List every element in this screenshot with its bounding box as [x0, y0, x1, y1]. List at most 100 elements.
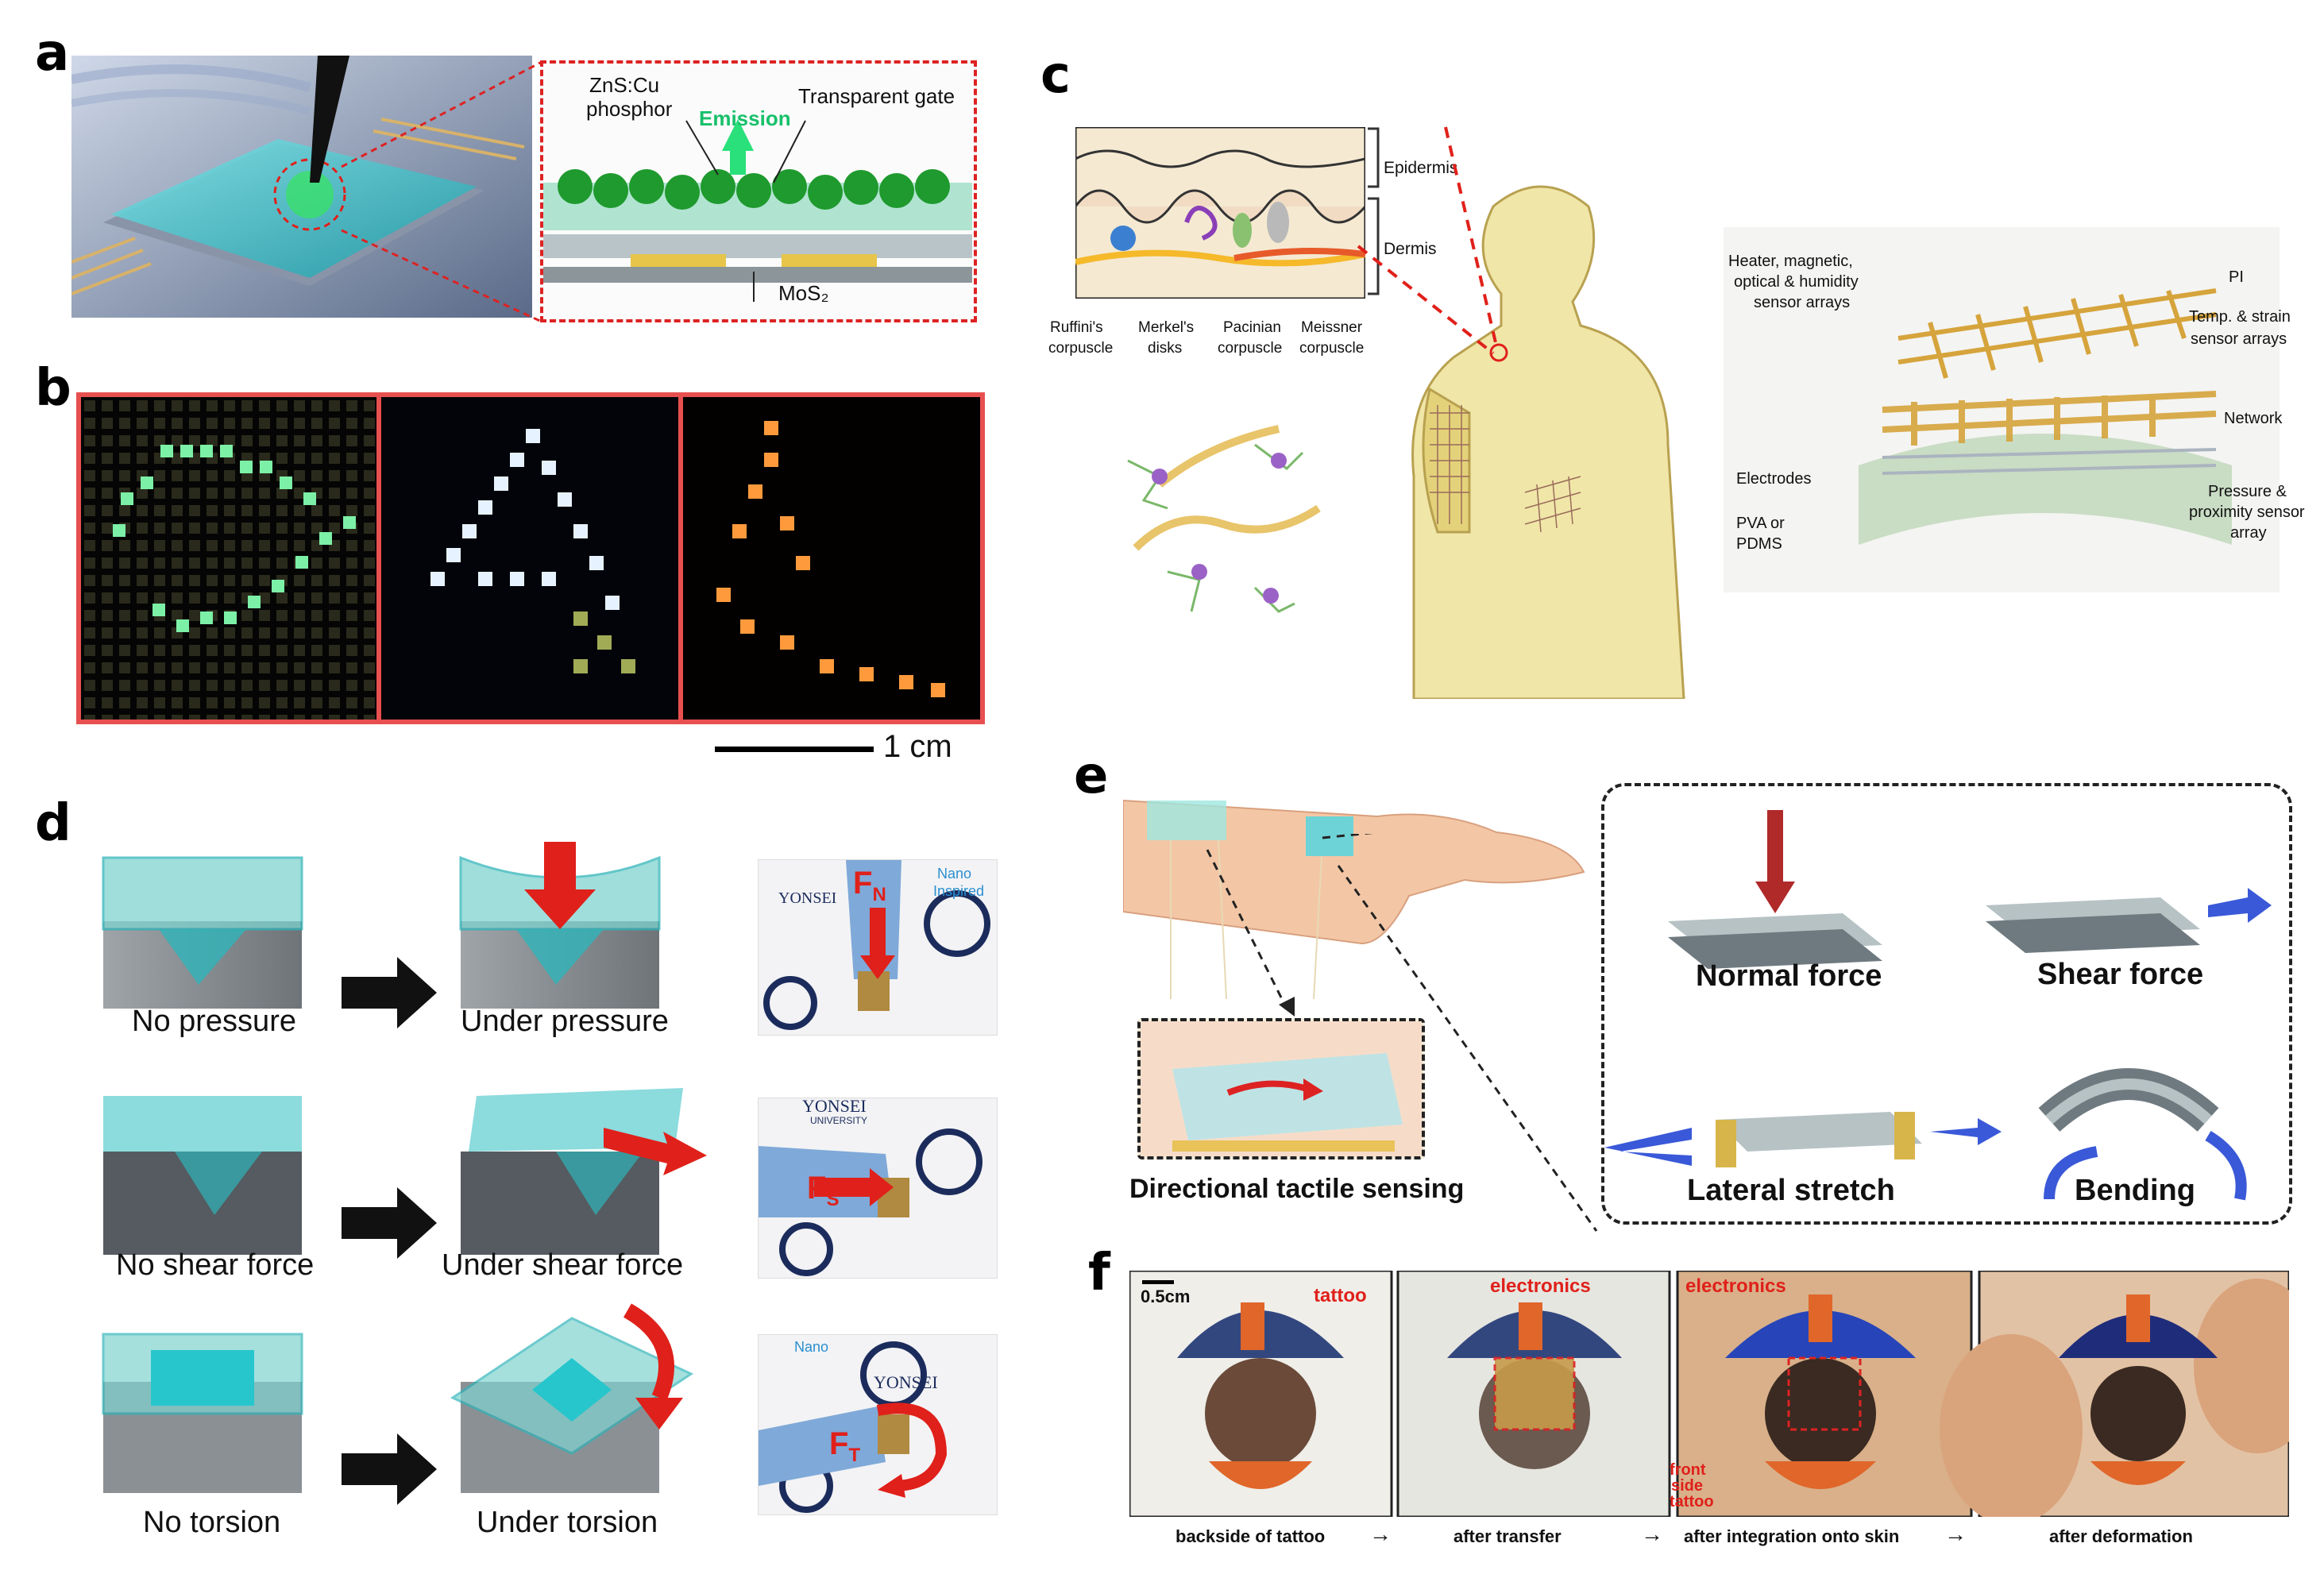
label-temp-2: sensor arrays: [2191, 330, 2287, 348]
label-no-pressure: No pressure: [132, 1005, 296, 1038]
tattoo-photos-strip: [1128, 1269, 2321, 1525]
scale-bar-f: [1142, 1280, 1174, 1284]
label-under-torsion: Under torsion: [477, 1506, 658, 1539]
yonsei-text-2: YONSEI: [802, 1096, 867, 1116]
photo-pressure: [758, 859, 998, 1036]
step-arrow-3: →: [1944, 1522, 1967, 1546]
label-pressure-3: array: [2230, 524, 2267, 542]
panel-b-display-images: [76, 392, 985, 724]
panel-label-f: f: [1088, 1244, 1110, 1302]
step-after-integration: after integration onto skin: [1684, 1526, 1900, 1546]
device-3d-render: [70, 56, 532, 318]
panel-c-pointer-lines: [1357, 126, 1499, 355]
nano-text-3: Nano: [794, 1339, 829, 1355]
label-tattoo: tattoo: [1314, 1285, 1367, 1306]
phosphor-cross-section: [543, 119, 972, 302]
label-epidermis: Epidermis: [1384, 159, 1458, 177]
label-lateral-stretch: Lateral stretch: [1687, 1174, 1895, 1207]
force-fs-main: F: [807, 1171, 827, 1206]
label-pva-1: PVA or: [1736, 515, 1785, 532]
receptor-ruffini-2: corpuscle: [1048, 340, 1114, 357]
label-electronics-1: electronics: [1490, 1275, 1591, 1297]
label-no-shear-force: No shear force: [116, 1248, 315, 1282]
label-front-3: tattoo: [1670, 1493, 1714, 1510]
label-phosphor: phosphor: [586, 97, 673, 121]
panel-label-e: e: [1074, 747, 1109, 805]
label-shear-force: Shear force: [2037, 958, 2204, 991]
step-arrow-1: →: [1369, 1522, 1392, 1546]
force-fs-sub: S: [826, 1189, 840, 1210]
force-mode-illustrations: [1604, 810, 2272, 1201]
force-fn-main: F: [853, 866, 873, 901]
force-fn-sub: N: [872, 884, 886, 905]
label-dermis: Dermis: [1384, 240, 1437, 258]
step-backside: backside of tattoo: [1176, 1526, 1326, 1546]
label-mos2: MoS₂: [778, 281, 829, 305]
receptor-merkel-2: disks: [1148, 340, 1183, 357]
scale-bar-f-label: 0.5cm: [1141, 1287, 1191, 1306]
receptor-pacinian-1: Pacinian: [1223, 319, 1281, 336]
label-under-pressure: Under pressure: [461, 1005, 669, 1038]
panel-a-zoom-box: [540, 60, 977, 322]
inspired-text-1: Inspired: [933, 883, 985, 899]
label-emission: Emission: [699, 106, 791, 130]
photo-torsion: [758, 1334, 998, 1515]
arm-illustration: [1122, 785, 1592, 1000]
force-fs: FS: [807, 1171, 839, 1211]
panel-a-device-illustration: [70, 56, 532, 318]
force-ft-sub: T: [848, 1445, 861, 1466]
photo-shear: [758, 1098, 998, 1279]
label-front-1: front: [1670, 1461, 1706, 1479]
label-under-shear-force: Under shear force: [442, 1248, 684, 1282]
tattoo-photo-sequence: [1128, 1269, 2321, 1525]
force-ft-main: F: [829, 1426, 849, 1461]
label-pi: PI: [2229, 268, 2244, 286]
label-no-torsion: No torsion: [143, 1506, 281, 1539]
human-figure-illustration: [1382, 159, 1716, 700]
label-heater-2: optical & humidity: [1734, 273, 1859, 291]
panel-label-b: b: [35, 359, 71, 418]
panel-label-a: a: [35, 24, 70, 83]
scale-bar-b: [715, 747, 874, 752]
forearm-with-patches: [1122, 799, 1585, 1000]
sensor-layers-illustration: [1724, 227, 2280, 592]
label-pressure-1: Pressure &: [2208, 483, 2287, 500]
e-zoom-lines: [1322, 834, 1598, 1232]
receptor-meissner-1: Meissner: [1301, 319, 1363, 336]
label-heater-1: Heater, magnetic,: [1728, 253, 1853, 270]
exploded-sensor-stack: [1859, 288, 2232, 545]
male-torso-with-sensors: [1411, 185, 1685, 700]
step-arrow-2: →: [1641, 1522, 1663, 1546]
yonsei-text-3: YONSEI: [874, 1372, 938, 1392]
label-electronics-2: electronics: [1685, 1275, 1786, 1297]
neuron-cells: [1127, 425, 1321, 613]
force-ft: FT: [829, 1426, 860, 1467]
panel-c-skin-diagram: [1074, 125, 1367, 300]
panel-d-schematics: [102, 842, 707, 1505]
yonsei-text-1: YONSEI: [778, 889, 837, 907]
label-network: Network: [2224, 410, 2283, 427]
label-transparent-gate: Transparent gate: [798, 84, 955, 108]
scale-bar-b-label: 1 cm: [883, 729, 952, 764]
finger-shear-photo: [759, 1129, 982, 1276]
label-directional-tactile: Directional tactile sensing: [1129, 1174, 1465, 1204]
label-normal-force: Normal force: [1696, 959, 1882, 993]
receptor-meissner-2: corpuscle: [1299, 340, 1365, 357]
directional-sensing-inset: [1137, 1018, 1425, 1159]
skin-brackets: [1368, 127, 1380, 295]
step-after-deformation: after deformation: [2049, 1526, 2193, 1546]
nano-text-1: Nano: [937, 866, 972, 882]
university-text-2: UNIVERSITY: [810, 1115, 868, 1126]
neurons-illustration: [1112, 413, 1350, 643]
label-electrodes: Electrodes: [1736, 470, 1812, 488]
panel-label-c: c: [1040, 46, 1071, 105]
led-matrix-images: [81, 397, 980, 720]
panel-label-d: d: [35, 794, 71, 853]
arm-pointer: [1206, 849, 1295, 1017]
receptor-ruffini-1: Ruffini's: [1050, 319, 1103, 336]
finger-press-photo: [763, 860, 990, 1030]
skin-layers-illustration: [1074, 125, 1367, 300]
tactile-patch-photo: [1141, 1021, 1422, 1156]
force-modes-box: [1601, 783, 2292, 1225]
label-pressure-2: proximity sensor: [2189, 503, 2305, 521]
